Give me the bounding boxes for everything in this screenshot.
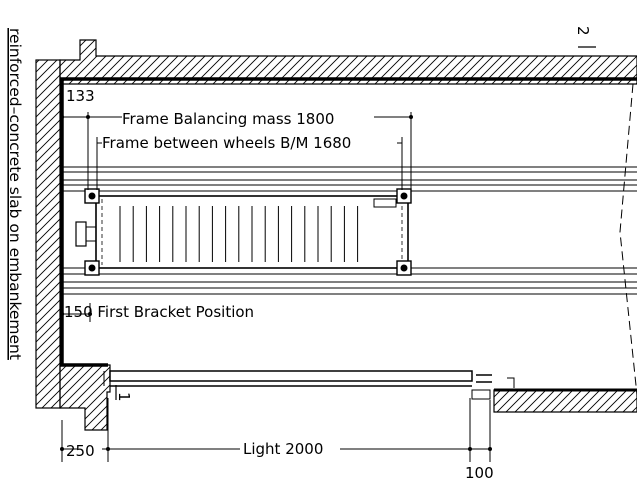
dim-100: 100 — [465, 464, 494, 482]
section-marker-1-label: 1 — [115, 392, 133, 402]
bottom-right-slab — [493, 389, 637, 413]
concrete-structure — [35, 39, 637, 431]
side-label: reinforced–concrete slab on embankement — [6, 28, 24, 360]
dimension-ticks — [60, 115, 492, 451]
frame-slats — [119, 206, 359, 262]
frame-wheel — [396, 260, 412, 276]
section-marker-1: 1 — [115, 385, 133, 402]
dim-between-wheels: Frame between wheels B/M 1680 — [102, 134, 351, 152]
section-marker-2-label: 2 — [574, 26, 592, 36]
frame-wheel — [396, 188, 412, 204]
left-wall — [35, 59, 61, 409]
dim-light: Light 2000 — [243, 440, 323, 458]
frame-wheel — [84, 188, 100, 204]
cavity-outline — [60, 77, 637, 396]
top-slab — [59, 39, 637, 85]
bottom-left-ledge — [59, 364, 111, 431]
frame-wheels — [84, 188, 412, 276]
bottom-beam — [103, 370, 515, 400]
dim-balancing-mass: Frame Balancing mass 1800 — [122, 110, 334, 128]
dim-first-bracket: 150 First Bracket Position — [64, 303, 254, 321]
dim-133: 133 — [66, 87, 95, 105]
lower-rail-track — [62, 267, 637, 295]
dim-250: 250 — [66, 442, 95, 460]
frame-wheel — [84, 260, 100, 276]
upper-rail-track — [62, 166, 637, 192]
balancing-mass-frame — [75, 188, 412, 276]
dimension-lines — [61, 100, 491, 462]
section-marker-2: 2 — [574, 26, 596, 48]
